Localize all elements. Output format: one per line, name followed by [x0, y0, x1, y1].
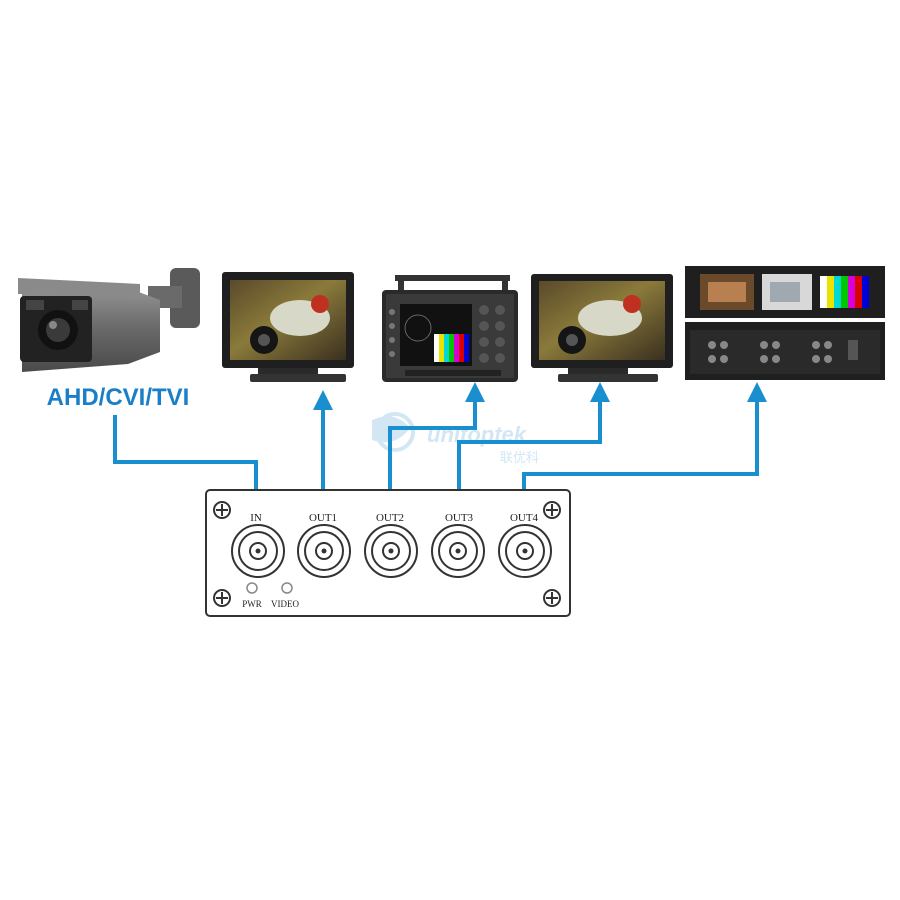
waveform-monitor-handle: [395, 275, 510, 281]
arrow-out2-to-waveform-monitor: [388, 382, 485, 498]
arrow-out4-to-rack-monitor: [522, 382, 767, 498]
port-label-out4: OUT4: [510, 512, 539, 524]
screw-icon: [213, 589, 231, 607]
rack-monitor: [685, 266, 885, 380]
screw-icon: [543, 501, 561, 519]
port-label-out3: OUT3: [445, 512, 474, 524]
arrow-out3-to-monitor-2: [457, 382, 610, 498]
rack-color-bars: [820, 276, 869, 308]
monitor-1: [222, 272, 354, 382]
port-label-out1: OUT1: [309, 512, 337, 524]
video-led-icon: [281, 582, 293, 594]
bnc-connector-in: [231, 524, 285, 578]
screw-icon: [213, 501, 231, 519]
bnc-connector-out2: [364, 524, 418, 578]
port-label-in: IN: [250, 512, 262, 524]
led-label-video: VIDEO: [271, 599, 299, 609]
bnc-connector-out3: [431, 524, 485, 578]
watermark-brand-cn: 联优科: [500, 450, 539, 465]
bnc-connector-out1: [297, 524, 351, 578]
screw-icon: [543, 589, 561, 607]
signal-type-label: AHD/CVI/TVI: [47, 384, 190, 411]
monitor-2-stand: [558, 374, 658, 382]
waveform-monitor: [382, 275, 518, 382]
bnc-connector-out4: [498, 524, 552, 578]
arrow-camera-to-in: [113, 415, 266, 510]
color-bars: [434, 334, 469, 362]
monitor-1-stand: [250, 374, 346, 382]
camera-mount: [170, 268, 200, 328]
pwr-led-icon: [246, 582, 258, 594]
port-label-out2: OUT2: [376, 512, 404, 524]
bullet-camera: [18, 268, 200, 372]
monitor-2: [531, 274, 673, 382]
signal-paths: [113, 382, 767, 510]
video-splitter: IN OUT1 OUT2 OUT3 OUT4: [205, 489, 571, 617]
led-label-pwr: PWR: [242, 599, 262, 609]
watermark-logo: unitoptek 联优科: [372, 412, 539, 465]
